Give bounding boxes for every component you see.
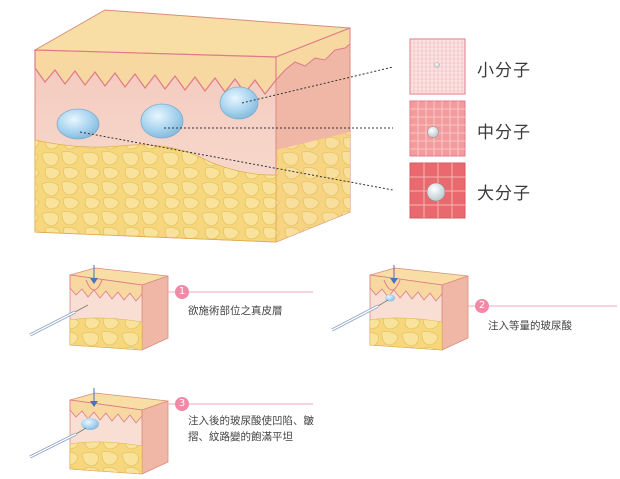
label-large-molecule: 大分子 [477,184,531,204]
step3-number-badge: 3 [175,397,189,411]
step3-skin-illustration [29,388,313,475]
step1-skin-illustration [29,265,313,351]
step2-skin-illustration [331,265,617,351]
main-skin-block [33,9,394,243]
label-medium-molecule: 中分子 [477,123,531,143]
step3-text-line2: 摺、紋路變的飽滿平坦 [188,431,293,443]
step2-text: 注入等量的玻尿酸 [488,320,572,332]
label-small-molecule: 小分子 [477,61,531,81]
small-molecule-box [409,38,466,95]
large-molecule-box [409,162,466,219]
step1-number-badge: 1 [175,285,189,299]
step3-text-line1: 注入後的玻尿酸使凹陷、皺 [188,415,314,427]
step2-number-badge: 2 [475,299,489,313]
step1-text: 欲施術部位之真皮層 [188,305,283,317]
medium-molecule-box [409,100,466,157]
